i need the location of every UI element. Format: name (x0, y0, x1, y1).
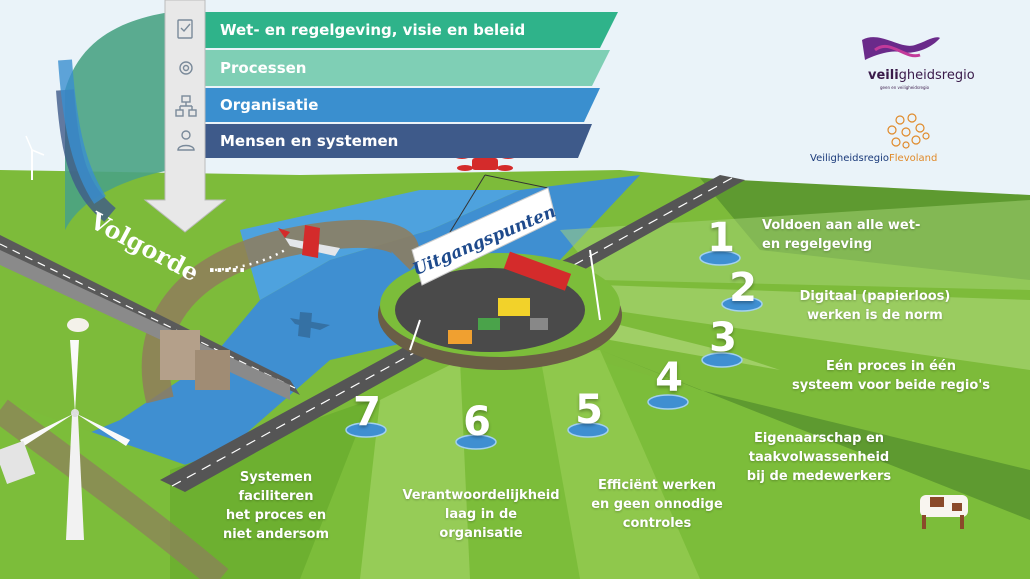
distant-wind-turbine-icon (25, 135, 45, 180)
car-grey-icon (530, 318, 548, 330)
org-chart-icon (175, 95, 197, 117)
pond-3 (701, 352, 743, 368)
bridge-pillar-2 (195, 350, 230, 390)
cow-icon (920, 495, 968, 529)
veiligheidsregio-logo: veiligheidsregio geen en veiligheidsregi… (858, 30, 1008, 90)
gear-icon (179, 61, 193, 75)
flevoland-logo-mark (887, 113, 930, 149)
layer-band-2 (205, 50, 610, 86)
ray-2 (600, 285, 1030, 370)
airplane-icon (278, 225, 340, 258)
ray-4 (600, 350, 1030, 520)
flevoland-prefix: Veiligheidsregio (810, 153, 890, 164)
fire-truck-icon (503, 251, 572, 291)
principle-text-1: Voldoen aan alle wet- en regelgeving (762, 218, 921, 252)
principle-number-6: 6 (463, 399, 491, 445)
pond-1 (699, 250, 741, 266)
principle-number-1: 1 (707, 215, 735, 261)
ray-1 (560, 200, 1030, 290)
pond-6 (455, 434, 497, 450)
principle-text-2: Digitaal (papierloos) werken is de norm (799, 289, 951, 323)
pond-5 (567, 422, 609, 438)
flevoland-logo: VeiligheidsregioFlevoland (808, 108, 968, 178)
principle-number-2: 2 (729, 265, 757, 311)
principle-number-3: 3 (709, 315, 737, 361)
layer-band-4 (205, 124, 592, 158)
layer-ribbon (56, 12, 170, 230)
principle-text-6: Verantwoordelijkheid laag in de organisa… (402, 488, 560, 541)
lamp-post (409, 319, 421, 351)
ray-7 (170, 400, 370, 579)
lamp-post-2 (589, 249, 601, 321)
principle-text-5: Efficiënt werken en geen onnodige contro… (591, 478, 723, 531)
pond-4 (647, 394, 689, 410)
flevoland-suffix: Flevoland (889, 153, 938, 164)
principle-text-4: Eigenaarschap en taakvolwassenheid bij d… (746, 431, 892, 484)
logo-text-suffix: gheidsregio (898, 68, 975, 83)
person-icon (177, 130, 195, 151)
wind-turbine-icon (20, 340, 130, 540)
ray-5 (540, 350, 700, 579)
ambulance-icon (498, 298, 530, 316)
principle-number-7: 7 (353, 389, 381, 435)
ray-6 (360, 360, 470, 579)
principle-text-3: Eén proces in één systeem voor beide reg… (791, 359, 990, 393)
bridge-pillar (160, 330, 200, 380)
pond-7 (345, 422, 387, 438)
uitgangspunten-sign (411, 187, 557, 286)
down-arrow-icon (143, 0, 227, 233)
island-parking (395, 268, 585, 352)
document-check-icon (177, 19, 193, 39)
veiligheidsregio-logo-mark (862, 37, 940, 60)
sheep-icon (67, 318, 89, 332)
airplane-shadow (290, 312, 330, 338)
police-car-icon (478, 318, 500, 330)
logo-tagline: geen en veiligheidsregio (880, 85, 930, 90)
layer-band-3 (205, 88, 600, 122)
main-road-marking (171, 177, 733, 487)
sign-wire-2 (484, 174, 549, 189)
principle-number-4: 4 (655, 355, 683, 401)
layer-label-4: Mensen en systemen (220, 132, 399, 150)
layer-label-3: Organisatie (220, 96, 319, 114)
principle-number-5: 5 (575, 387, 603, 433)
logo-text-prefix: veili (868, 68, 899, 83)
layer-label-1: Wet- en regelgeving, visie en beleid (220, 21, 526, 39)
principle-text-7: Systemen faciliteren het proces en niet … (222, 470, 330, 542)
dike-lower (0, 399, 229, 579)
layer-band-1 (205, 12, 618, 48)
volgorde-dots: ..... (208, 253, 246, 277)
boat-icon (0, 440, 36, 485)
car-icon (448, 330, 472, 344)
layer-label-2: Processen (220, 59, 307, 77)
pond-2 (721, 296, 763, 312)
